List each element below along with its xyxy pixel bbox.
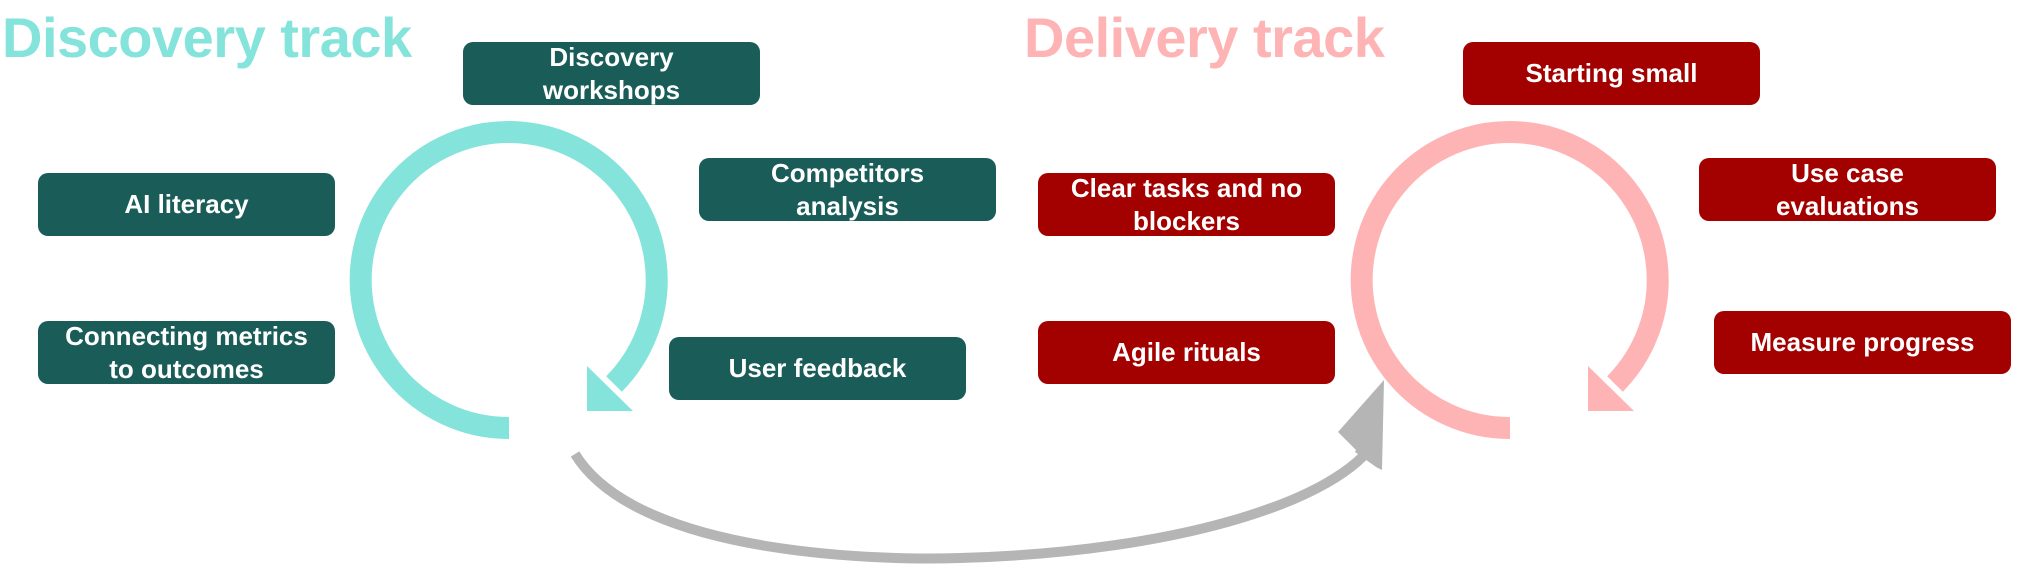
box-label-line: analysis: [796, 190, 899, 221]
box-label-line: User feedback: [728, 353, 907, 383]
box-label-line: Starting small: [1525, 58, 1698, 88]
box-label-line: AI literacy: [124, 189, 249, 219]
delivery-item-agile-rituals: Agile rituals: [1038, 321, 1335, 384]
discovery-item-ai-literacy: AI literacy: [38, 173, 335, 236]
box-label-line: Measure progress: [1750, 327, 1975, 357]
delivery-track-title: Delivery track: [1024, 6, 1385, 69]
box-label-line: evaluations: [1775, 190, 1920, 221]
delivery-cycle-arc: [1350, 121, 1669, 439]
box-label-line: Clear tasks and no: [1070, 172, 1303, 203]
box-label-line: to outcomes: [109, 353, 264, 384]
delivery-cycle-arrowhead: [1588, 366, 1634, 411]
discovery-cycle-arrowhead: [587, 366, 633, 411]
box-label-line: Discovery: [549, 41, 674, 72]
box-label-line: Connecting metrics: [65, 320, 308, 351]
box-label-line: workshops: [542, 74, 681, 105]
connector-arrowhead: [1338, 380, 1384, 470]
box-label-line: Agile rituals: [1112, 337, 1261, 367]
connector-curve: [570, 437, 1381, 564]
box-label-line: Competitors: [770, 157, 925, 188]
delivery-item-measure-progress: Measure progress: [1714, 311, 2011, 374]
discovery-item-user-feedback: User feedback: [669, 337, 966, 400]
box-label-line: blockers: [1133, 205, 1240, 236]
discovery-track-title: Discovery track: [2, 6, 412, 69]
delivery-item-starting-small: Starting small: [1463, 42, 1760, 105]
box-label-line: Use case: [1791, 157, 1904, 188]
discovery-cycle-arc: [349, 121, 668, 439]
